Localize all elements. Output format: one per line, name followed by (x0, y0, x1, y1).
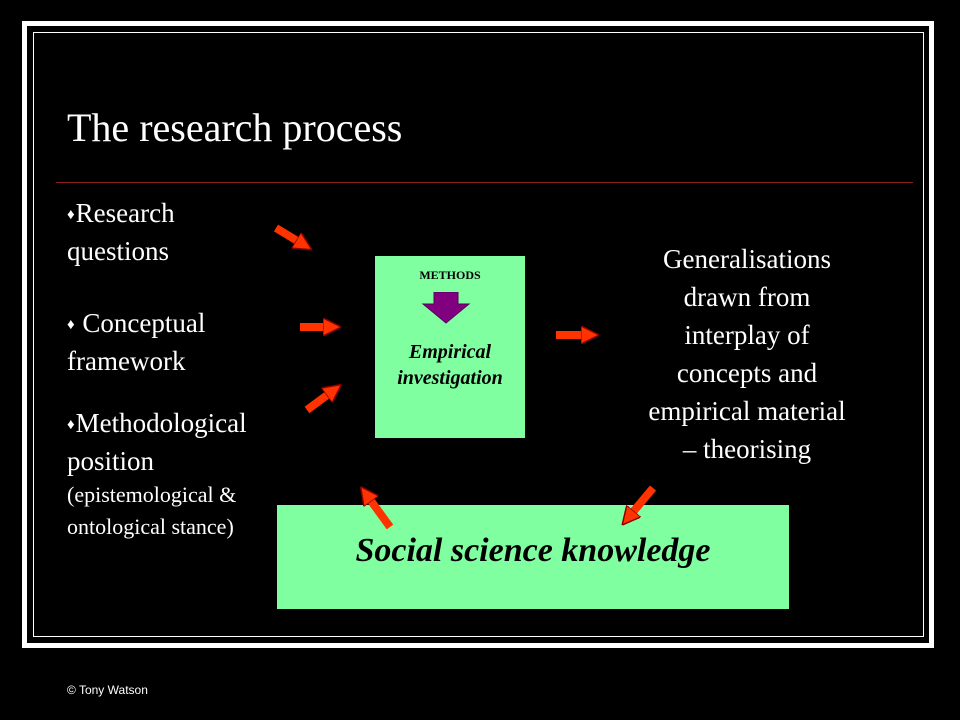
diamond-bullet-icon: ♦ (67, 317, 75, 333)
empirical-line: investigation (397, 367, 503, 389)
slide-frame-inner (33, 32, 924, 637)
social-science-knowledge-text: Social science knowledge (355, 532, 711, 569)
bullet-text-line: (epistemological & (67, 482, 237, 507)
title-divider (56, 182, 913, 183)
generalisations-line: concepts and (676, 358, 818, 388)
empirical-investigation-text: Empirical investigation (375, 339, 525, 391)
diamond-bullet-icon: ♦ (67, 207, 75, 223)
methods-label: METHODS (419, 268, 481, 282)
bullet-research-questions: ♦Research questions (67, 195, 175, 269)
diamond-bullet-icon: ♦ (67, 417, 75, 433)
empirical-line: Empirical (408, 341, 492, 363)
copyright-text: © Tony Watson (67, 683, 148, 697)
bullet-text-line: position (67, 446, 155, 476)
methods-box: METHODS Empirical investigation (375, 256, 525, 438)
generalisations-line: empirical material (648, 396, 846, 426)
down-arrow-icon (421, 292, 471, 324)
slide-title: The research process (67, 105, 403, 150)
generalisations-line: – theorising (682, 434, 812, 464)
bullet-conceptual-framework: ♦ Conceptual framework (67, 305, 205, 379)
generalisations-text: Generalisations drawn from interplay of … (618, 240, 876, 468)
bullet-text-line: Methodological (75, 408, 247, 438)
bullet-text-line: questions (67, 236, 170, 266)
generalisations-line: interplay of (684, 320, 810, 350)
slide-frame-outer (22, 21, 934, 648)
bullet-text-line: Research (75, 198, 175, 228)
generalisations-line: Generalisations (663, 244, 831, 274)
social-science-knowledge-box: Social science knowledge (277, 505, 789, 609)
bullet-text-line: framework (67, 346, 186, 376)
generalisations-line: drawn from (683, 282, 811, 312)
bullet-text-line: Conceptual (75, 308, 206, 338)
bullet-text-line: ontological stance) (67, 514, 234, 539)
bullet-methodological-position: ♦Methodological position (epistemologica… (67, 405, 247, 543)
